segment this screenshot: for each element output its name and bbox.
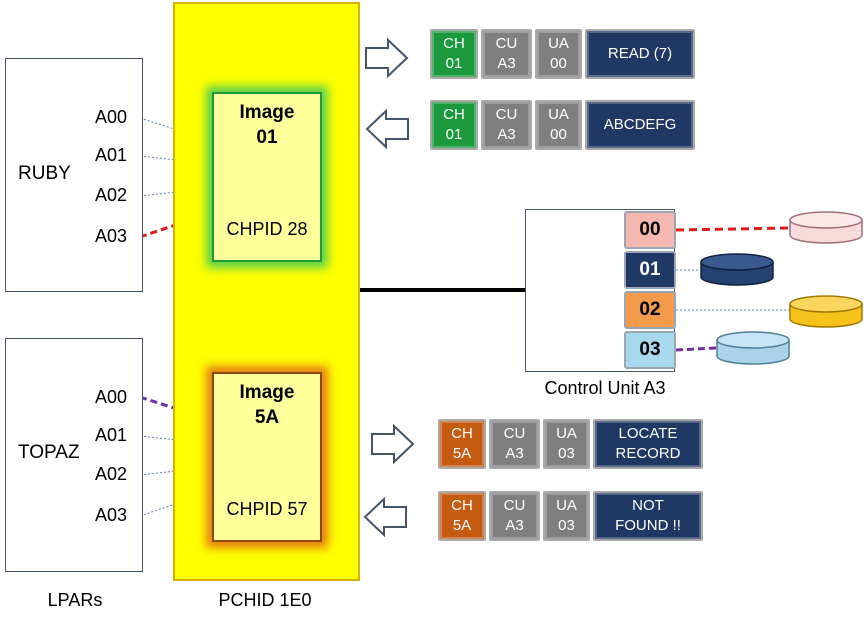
- image-01-title: Image 01: [239, 102, 295, 148]
- device-02: 02: [624, 291, 676, 329]
- lpar-ruby-name: RUBY: [18, 163, 71, 184]
- lpar-topaz-box: [5, 338, 143, 572]
- ruby-address-a01: A01: [95, 145, 128, 165]
- device-01: 01: [624, 251, 676, 289]
- lpars-caption: LPARs: [47, 590, 103, 610]
- image-5a-box: Image 5A CHPID 57: [212, 372, 322, 542]
- lpar-topaz-name: TOPAZ: [18, 442, 80, 463]
- topaz-address-a02: A02: [95, 464, 128, 484]
- image-5a-title: Image 5A: [239, 382, 295, 428]
- chpid-28-label: CHPID 28: [226, 219, 308, 239]
- inbound-arrow-icon: [363, 497, 407, 537]
- ruby-address-a02: A02: [95, 185, 128, 205]
- topaz-address-a03: A03: [95, 505, 128, 525]
- dev03-to-disk-path: [675, 346, 717, 352]
- ruby-address-a03: A03: [95, 226, 128, 246]
- topaz-address-a01: A01: [95, 425, 128, 445]
- inbound-arrow-icon: [365, 109, 409, 149]
- dev00-to-disk-path: [675, 226, 791, 232]
- control-unit-caption: Control Unit A3: [544, 378, 666, 398]
- device-00: 00: [624, 211, 676, 249]
- ruby-address-a00: A00: [95, 107, 128, 127]
- topaz-address-a00: A00: [95, 387, 128, 407]
- image-01-box: Image 01 CHPID 28: [212, 92, 322, 262]
- msg-op-cell: ABCDEFG: [585, 100, 695, 150]
- pchid-caption: PCHID 1E0: [218, 590, 312, 610]
- outbound-arrow-icon: [365, 38, 409, 78]
- chpid-57-label: CHPID 57: [226, 499, 308, 519]
- outbound-arrow-icon: [371, 424, 415, 464]
- msg-op-cell: READ (7): [585, 29, 695, 79]
- lpar-ruby-box: [5, 58, 143, 292]
- device-03: 03: [624, 331, 676, 369]
